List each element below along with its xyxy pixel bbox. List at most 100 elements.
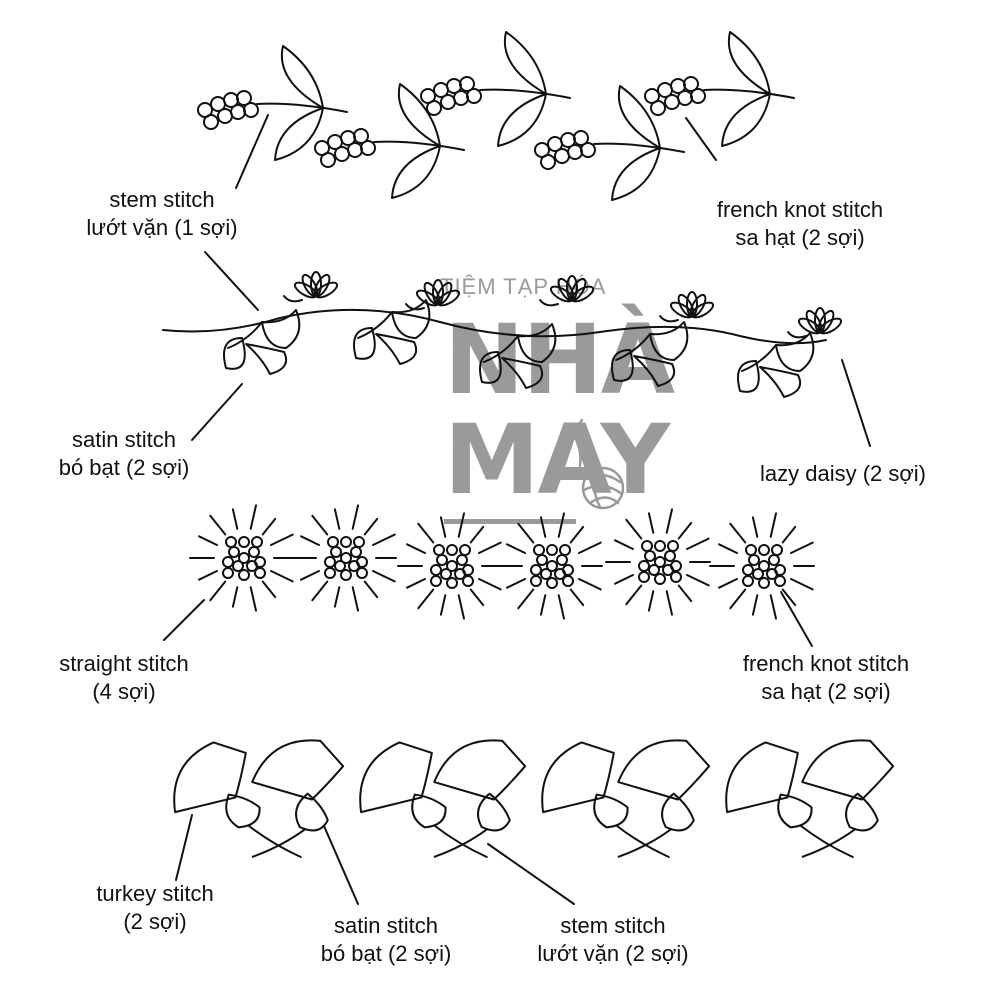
french-knot [537,555,547,565]
french-knot [746,545,756,555]
straight-stitch-ray [271,571,293,581]
french-knot-berry [321,153,335,167]
satin-leaf-left [224,338,245,369]
french-knot [642,541,652,551]
french-knot-berry [541,155,555,169]
french-knot [239,570,249,580]
straight-stitch-ray [667,509,672,532]
straight-stitch-ray [771,595,776,618]
sprig-stem [594,144,684,152]
satin-stitch-calyx [657,792,700,835]
french-knot-berry [555,149,569,163]
french-knot [255,557,265,567]
french-knot [460,545,470,555]
french-knot-berry [348,143,362,157]
sprig-leaf-lower [498,94,546,146]
watermark-yarn-ball-icon [574,420,623,508]
straight-stitch-ray [441,595,445,615]
starburst-flower [292,505,396,610]
lazy-daisy-bud [788,308,843,337]
lazy-daisy-bud [540,276,595,305]
straight-stitch-ray [210,516,225,535]
stem-stitch-stalk [617,818,669,865]
label-line: french knot stitch [706,650,946,678]
fan-flower [778,724,902,877]
satin-leaf-bottom [634,356,674,386]
straight-stitch-ray [251,505,256,528]
french-knot [447,545,457,555]
turkey-stitch-fan [716,737,806,812]
straight-stitch-ray [541,595,545,615]
label-french-knot-top: french knot stitch sa hạt (2 sợi) [680,196,920,252]
straight-stitch-ray [559,513,564,536]
label-line: sa hạt (2 sợi) [706,678,946,706]
bud-sepal [284,296,302,301]
french-knot [434,545,444,555]
label-line: sa hạt (2 sợi) [680,224,920,252]
straight-stitch-ray [251,587,256,610]
straight-stitch-ray [312,582,327,601]
french-knot [563,565,573,575]
french-knot-berry [581,143,595,157]
straight-stitch-ray [471,527,484,543]
starburst-flower [606,509,710,614]
french-knot [759,545,769,555]
french-knot [753,569,763,579]
french-knot [775,576,785,586]
straight-stitch-ray [335,509,339,529]
straight-stitch-ray [407,579,425,588]
french-knot-berry [467,89,481,103]
straight-stitch-ray [730,590,745,609]
leader-straight [164,600,204,640]
french-knot-berry [231,105,245,119]
french-knot [463,565,473,575]
straight-stitch-ray [335,587,339,607]
straight-stitch-ray [373,571,395,581]
french-knot [541,569,551,579]
leader-french-top [686,118,716,160]
straight-stitch-ray [199,571,217,580]
french-knot [255,568,265,578]
satin-leaf-pair [612,322,687,386]
label-satin-stitch-bottom: satin stitch bó bạt (2 sợi) [296,912,476,968]
straight-stitch-ray [719,544,737,553]
leaf-stalk [358,312,392,338]
straight-stitch-ray [541,517,545,537]
label-line: french knot stitch [680,196,920,224]
french-knot [671,561,681,571]
straight-stitch-ray [571,527,584,543]
french-knot [668,541,678,551]
fan-flower [350,731,486,877]
label-line: lướt vặn (2 sợi) [508,940,718,968]
french-knot [357,557,367,567]
satin-leaf-right [776,333,813,371]
leaf-vine-motifs [224,272,843,397]
satin-leaf-left [354,328,375,359]
french-knot [665,551,675,561]
lazy-daisy-bud [406,280,461,309]
starburst-flower [710,513,814,618]
french-knot [563,576,573,586]
french-knot [325,557,335,567]
straight-stitch-ray [199,536,217,545]
french-knot [457,555,467,565]
sprig-leaf-upper [505,32,546,94]
french-knot [325,568,335,578]
french-knot [534,545,544,555]
turkey-stitch-fan [434,724,530,810]
turkey-stitch-fan [350,737,440,812]
fan-flower [594,724,718,877]
french-knot [331,547,341,557]
french-knot-berry [651,101,665,115]
french-knot [649,565,659,575]
straight-stitch-ray [459,513,464,536]
french-knot [249,547,259,557]
stem-stitch-stalk [249,818,301,865]
french-knot [547,578,557,588]
straight-stitch-ray [507,544,525,553]
french-knot-berry [568,145,582,159]
french-knot [233,561,243,571]
french-knot-berry [204,115,218,129]
satin-stitch-calyx [473,792,516,835]
